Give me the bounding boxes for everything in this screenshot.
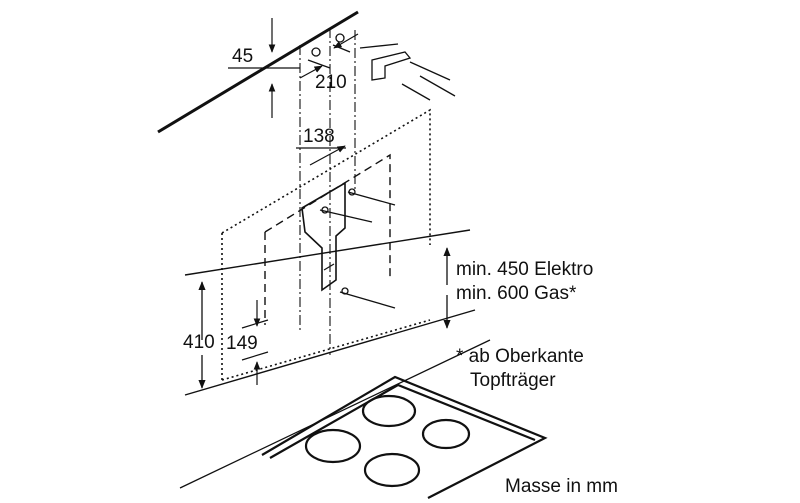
footnote-line1: * ab Oberkante: [456, 346, 584, 367]
wall-bracket-slot: [323, 263, 335, 271]
dim-138: 138: [303, 126, 335, 147]
dim-410: 410: [183, 332, 215, 353]
burner-back-right: [421, 418, 471, 450]
wall-line-upper: [184, 229, 471, 276]
ceiling-line: [157, 10, 359, 134]
dim-210-arrows: [299, 33, 359, 79]
burner-front-left: [304, 428, 362, 464]
wall-bracket: [301, 181, 346, 292]
burner-back-left: [361, 394, 417, 428]
dim-210: 210: [315, 72, 347, 93]
footnote-line2: Topfträger: [470, 370, 556, 391]
dim-149-arrows: [241, 300, 269, 385]
burner-front-right: [363, 452, 421, 488]
dim-149: 149: [226, 333, 258, 354]
dim-45-arrows: [228, 18, 300, 118]
dim-138-arrows: [296, 145, 346, 166]
min-gas-note: min. 600 Gas*: [456, 283, 577, 304]
hood-outline-dashed: [264, 153, 391, 325]
min-electric-note: min. 450 Elektro: [456, 259, 593, 280]
wall-screws: [319, 188, 396, 309]
counter-line: [179, 339, 491, 489]
hob: [261, 375, 548, 499]
hob-burners: [304, 394, 471, 488]
dim-45: 45: [232, 46, 253, 67]
units-label: Masse in mm: [505, 476, 618, 497]
